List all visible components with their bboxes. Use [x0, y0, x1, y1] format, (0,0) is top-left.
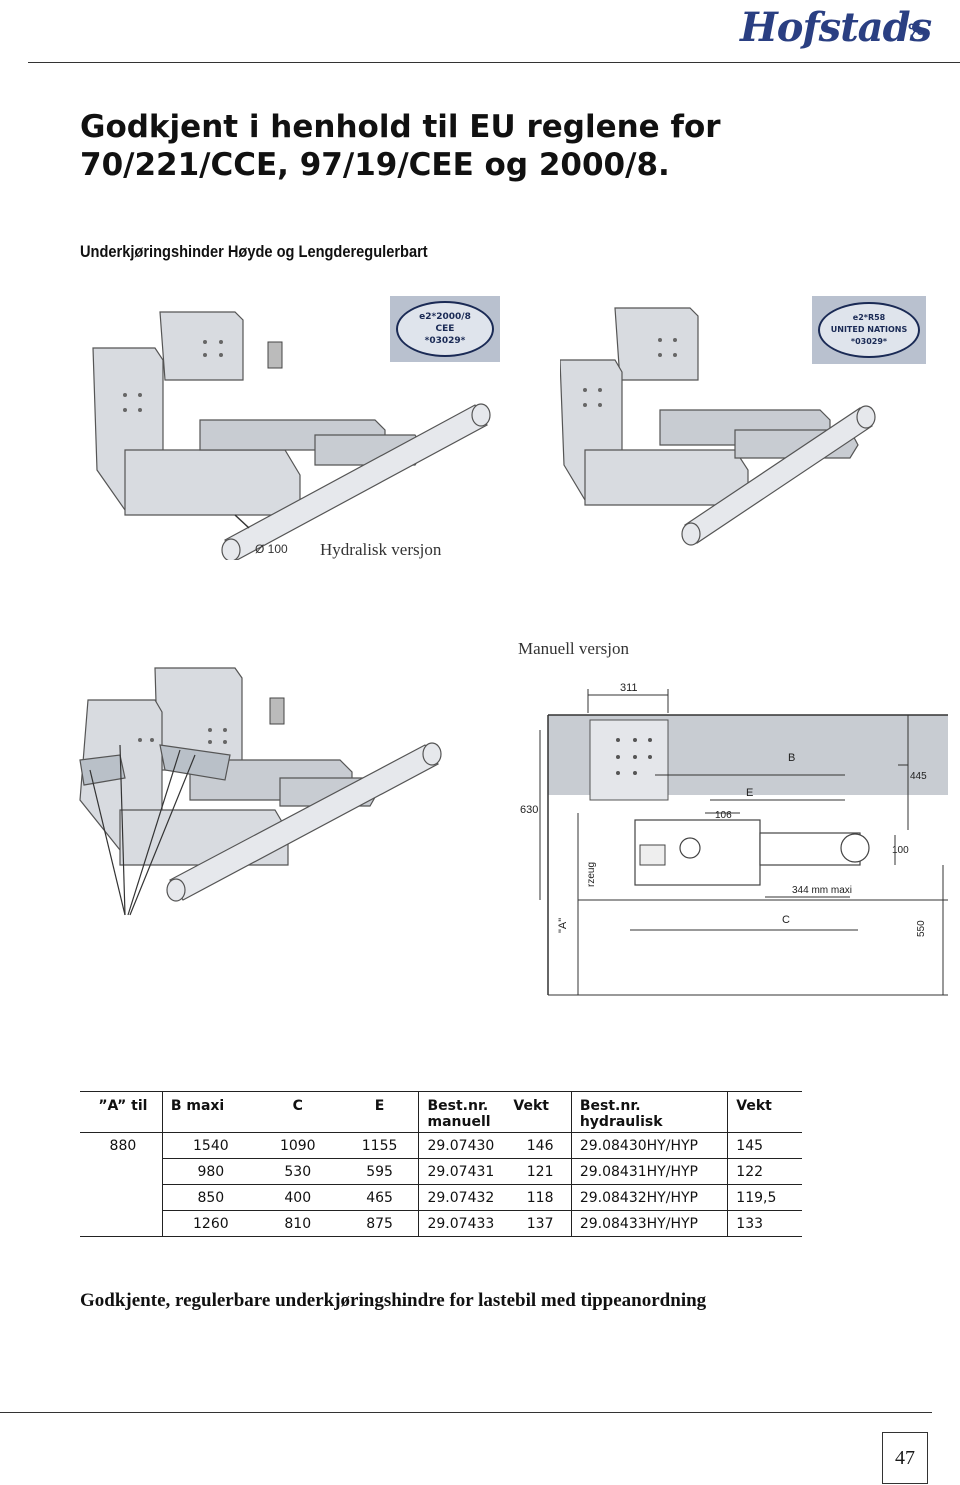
col-c: C [254, 1091, 337, 1133]
cell-c: 530 [254, 1158, 337, 1185]
cell-e: 875 [336, 1210, 419, 1237]
diameter-label: Ø 100 [255, 542, 288, 556]
cell-a [80, 1159, 162, 1185]
dim-e: E [746, 787, 753, 799]
table-row: 850 400 465 29.07432 118 29.08432HY/HYP … [80, 1184, 802, 1211]
dim-fahrzeug: rzeug [586, 862, 597, 887]
dim-a: "A" [557, 918, 569, 933]
seal-cee-line2: CEE [435, 324, 455, 334]
dimension-drawing: 311 B 445 E 106 630 100 344 mm maxi C "A… [520, 682, 948, 996]
cell-best-hydraulic: 29.08431HY/HYP [570, 1158, 728, 1185]
cell-best-hydraulic: 29.08430HY/HYP [570, 1132, 728, 1159]
header-rule [28, 62, 960, 63]
cell-b: 1540 [161, 1132, 255, 1159]
dim-c: C [782, 914, 790, 926]
manual-drawing [79, 667, 442, 916]
seal-un-line3: *03029* [850, 337, 888, 346]
logo-suffix: % [908, 20, 925, 39]
cell-best-manual: 29.07432 [418, 1184, 506, 1211]
dim-344: 344 mm maxi [792, 885, 852, 896]
seal-un: e2*R58 UNITED NATIONS *03029* [812, 296, 926, 364]
seal-cee: e2*2000/8 CEE *03029* [390, 296, 500, 362]
cell-a [80, 1185, 162, 1211]
dim-b: B [788, 752, 795, 764]
col-vekt-manual: Vekt [505, 1091, 572, 1133]
col-a: ”A” til [80, 1091, 163, 1133]
col-best-hydraulic: Best.nr. hydraulisk [570, 1091, 728, 1133]
dim-311: 311 [620, 682, 638, 694]
cell-best-manual: 29.07433 [418, 1210, 506, 1237]
footer-rule [0, 1412, 932, 1413]
spec-header-row: ”A” til B maxi C E Best.nr. manuell Vekt… [80, 1091, 802, 1133]
table-row: 1260 810 875 29.07433 137 29.08433HY/HYP… [80, 1210, 802, 1237]
table-row: 980 530 595 29.07431 121 29.08431HY/HYP … [80, 1158, 802, 1185]
cell-c: 1090 [254, 1132, 337, 1159]
page-number: 47 [882, 1432, 928, 1484]
seal-un-line1: e2*R58 [852, 313, 886, 322]
seal-cee-line1: e2*2000/8 [419, 312, 471, 322]
cell-c: 400 [254, 1184, 337, 1211]
col-e: E [336, 1091, 419, 1133]
dim-550: 550 [916, 920, 927, 937]
page-title: Godkjent i henhold til EU reglene for 70… [80, 109, 721, 183]
cell-e: 1155 [336, 1132, 419, 1159]
footer-caption: Godkjente, regulerbare underkjøringshind… [80, 1290, 707, 1311]
col-best-manual: Best.nr. manuell [418, 1091, 506, 1133]
cell-best-hydraulic: 29.08432HY/HYP [570, 1184, 728, 1211]
cell-e: 595 [336, 1158, 419, 1185]
hofstads-logo: Hofstads [740, 4, 932, 51]
cell-vekt-hydraulic: 133 [727, 1210, 802, 1237]
spec-table: ”A” til B maxi C E Best.nr. manuell Vekt… [80, 1091, 802, 1237]
caption-manual: Manuell versjon [518, 639, 629, 658]
cell-vekt-manual: 137 [505, 1210, 572, 1237]
hydraulic-drawing-left: Ø 100 [92, 311, 491, 560]
cell-b: 1260 [161, 1210, 255, 1237]
cell-b: 980 [161, 1158, 255, 1185]
col-b-maxi: B maxi [161, 1091, 255, 1133]
page-subtitle: Underkjøringshinder Høyde og Lengderegul… [80, 242, 428, 261]
dim-100: 100 [892, 845, 909, 856]
cell-a: 880 [80, 1132, 163, 1159]
table-row: 880 1540 1090 1155 29.07430 146 29.08430… [80, 1132, 802, 1159]
cell-best-manual: 29.07431 [418, 1158, 506, 1185]
cell-best-manual: 29.07430 [418, 1132, 506, 1159]
cell-best-hydraulic: 29.08433HY/HYP [570, 1210, 728, 1237]
dim-445: 445 [910, 771, 927, 782]
cell-b: 850 [161, 1184, 255, 1211]
dim-106: 106 [715, 810, 732, 821]
cell-vekt-hydraulic: 119,5 [727, 1184, 802, 1211]
seal-un-line2: UNITED NATIONS [830, 325, 908, 334]
cell-a [80, 1210, 163, 1237]
cell-c: 810 [254, 1210, 337, 1237]
cell-e: 465 [336, 1184, 419, 1211]
caption-hydraulic: Hydralisk versjon [320, 540, 442, 559]
cell-vekt-hydraulic: 145 [727, 1132, 802, 1159]
cell-vekt-manual: 121 [505, 1158, 572, 1185]
hydraulic-drawing-right [560, 307, 876, 546]
col-vekt-hydraulic: Vekt [727, 1091, 802, 1133]
seal-cee-line3: *03029* [424, 336, 466, 346]
cell-vekt-hydraulic: 122 [727, 1158, 802, 1185]
cell-vekt-manual: 146 [505, 1132, 572, 1159]
cell-vekt-manual: 118 [505, 1184, 572, 1211]
dim-630: 630 [520, 804, 538, 816]
